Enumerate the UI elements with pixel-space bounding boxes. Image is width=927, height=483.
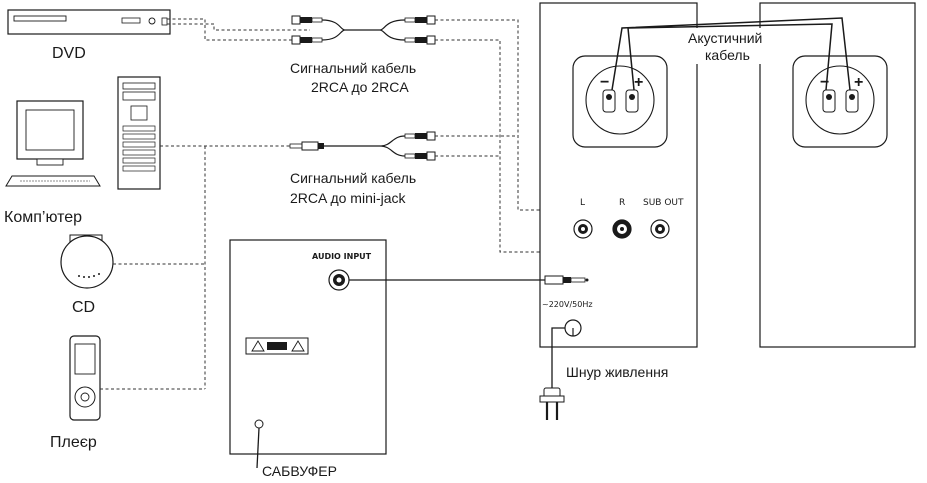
mp3-player: [69, 335, 101, 421]
cable-rca-jack-label-1: Сигнальний кабель: [290, 170, 416, 186]
subwoofer-cable: [349, 275, 589, 285]
signal-lines-left: [100, 18, 310, 390]
main-speaker-minus: −: [600, 74, 609, 91]
cd-label: CD: [72, 299, 95, 316]
second-speaker-plus: +: [854, 74, 863, 91]
dvd-label: DVD: [52, 45, 86, 62]
dvd-player: [7, 9, 171, 35]
acoustic-cable-label-1: Акустичний: [688, 30, 762, 46]
input-r-label: R: [619, 198, 625, 208]
sub-out-label: SUB OUT: [643, 198, 684, 208]
audio-input-label: AUDIO INPUT: [312, 252, 372, 261]
computer-monitor: [5, 100, 101, 187]
computer-label: Комп’ютер: [4, 209, 82, 226]
cable-rca-rca-label-2: 2RCA до 2RCA: [311, 79, 409, 95]
warning-label-icon: [245, 337, 309, 355]
power-rating-label: ~220V/50Hz: [542, 300, 593, 309]
subwoofer-label: САБВУФЕР: [262, 463, 337, 479]
acoustic-cable-label-2: кабель: [705, 47, 750, 63]
power-cord-label: Шнур живлення: [566, 364, 668, 380]
second-speaker-minus: −: [820, 74, 829, 91]
cable-rca-jack-label-2: 2RCA до mini-jack: [290, 190, 407, 206]
computer-tower: [117, 76, 161, 190]
main-speaker: [539, 2, 698, 348]
acoustic-cable: [611, 17, 851, 91]
cd-player: [60, 234, 114, 289]
rca-to-rca-cable: [291, 15, 436, 45]
main-speaker-plus: +: [634, 74, 643, 91]
rca-to-minijack-cable: [289, 131, 436, 161]
subwoofer: [229, 239, 387, 469]
power-cord: [539, 327, 565, 420]
input-l-label: L: [580, 198, 585, 208]
cable-rca-rca-label-1: Сигнальний кабель: [290, 60, 416, 76]
player-label: Плеєр: [50, 434, 97, 451]
